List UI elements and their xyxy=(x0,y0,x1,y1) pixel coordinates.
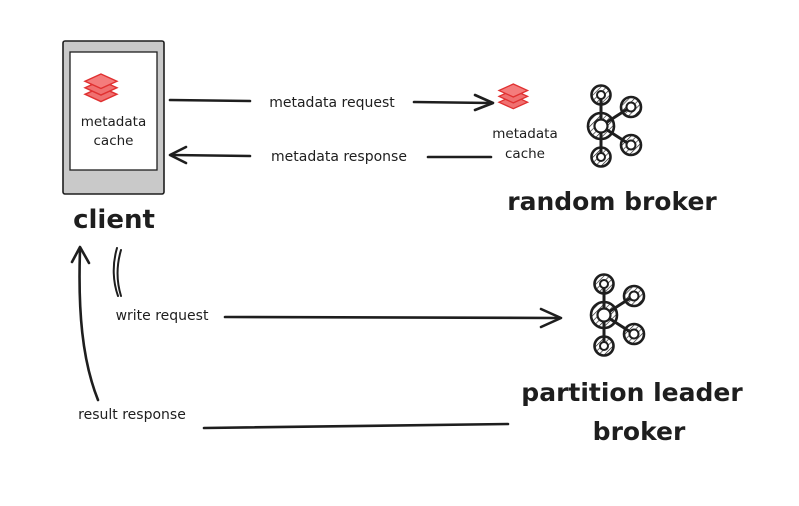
leader-broker-node: partition leader broker xyxy=(521,273,743,446)
random-broker-label: random broker xyxy=(507,187,717,216)
leader-broker-kafka-icon xyxy=(589,273,646,357)
write-request-label: write request xyxy=(116,308,209,324)
write-request-line xyxy=(223,315,562,320)
metadata-request-label: metadata request xyxy=(269,95,395,111)
metadata-request-line-left xyxy=(168,98,252,103)
write-request-curve-b xyxy=(116,249,122,297)
random-broker-kafka-icon xyxy=(586,84,643,168)
client-node: metadata cache client xyxy=(62,40,165,235)
metadata-response-arrowhead xyxy=(168,145,188,165)
result-response-arrowhead xyxy=(70,245,91,265)
metadata-response-line-left xyxy=(170,153,252,158)
metadata-request-arrowhead xyxy=(473,93,495,112)
result-response-arrow: result response xyxy=(70,245,510,430)
metadata-response-arrow: metadata response xyxy=(168,145,493,165)
leader-broker-label-line2: broker xyxy=(593,417,686,446)
leader-broker-label-line1: partition leader xyxy=(521,378,743,407)
write-request-curve-a xyxy=(112,247,119,297)
metadata-request-line-right xyxy=(412,100,492,105)
client-cache-label-line2: cache xyxy=(94,133,134,149)
client-device-screen xyxy=(69,51,158,171)
broker-cache-label-line1: metadata xyxy=(492,126,557,142)
broker-cache-label-line2: cache xyxy=(505,146,545,162)
write-request-arrowhead xyxy=(539,307,563,329)
metadata-response-label: metadata response xyxy=(271,149,407,165)
broker-cache-icon xyxy=(498,83,529,110)
random-broker-node: metadata cache random broker xyxy=(492,83,717,216)
result-response-label: result response xyxy=(78,407,186,423)
write-request-arrow: write request xyxy=(112,247,563,329)
client-cache-label-line1: metadata xyxy=(81,114,146,130)
result-response-line xyxy=(202,422,510,430)
client-label: client xyxy=(73,205,155,235)
metadata-request-arrow: metadata request xyxy=(168,93,495,112)
result-response-curve xyxy=(78,248,100,402)
